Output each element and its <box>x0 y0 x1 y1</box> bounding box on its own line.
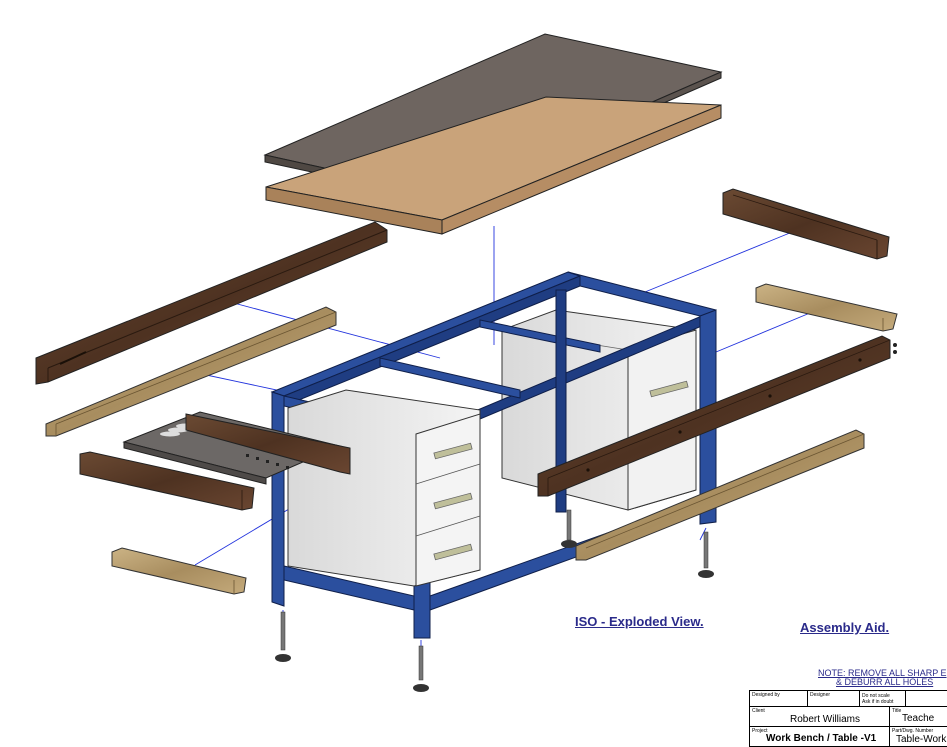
leveling-feet <box>275 509 714 692</box>
client-label: Client <box>752 708 765 714</box>
project-label: Project <box>752 728 768 734</box>
light-wood-rail-bottom-right <box>575 429 865 561</box>
dark-wood-rail-left <box>35 221 388 385</box>
cabinet-right <box>501 309 697 511</box>
project-value: Work Bench / Table -V1 <box>766 733 877 744</box>
foot-back <box>561 509 577 548</box>
title-label: Title <box>892 708 902 714</box>
light-wood-rail-left-lower <box>111 547 247 595</box>
title-cell: Title Teache <box>890 707 947 727</box>
designed-by-label: Designed by <box>752 692 780 698</box>
designer-label: Designer <box>810 692 831 698</box>
part-number-value: Table-Work <box>896 734 947 745</box>
part-number-label: Part/Dwg. Number <box>892 728 934 734</box>
note-line-2: & DEBURR ALL HOLES <box>836 677 934 687</box>
client-cell: Client Robert Williams <box>750 707 890 727</box>
note-line-1: NOTE: REMOVE ALL SHARP E <box>818 668 947 678</box>
screw-icon <box>893 343 897 354</box>
iso-view-caption: ISO - Exploded View. <box>575 614 704 629</box>
do-not-scale-label: Do not scale <box>862 693 890 699</box>
project-cell: Project Work Bench / Table -V1 <box>750 727 890 747</box>
designer-cell: Designer <box>808 691 860 707</box>
steel-frame <box>270 271 717 639</box>
foot-front-middle <box>413 645 429 692</box>
do-not-scale-cell: Do not scale Ask if in doubt <box>860 691 906 707</box>
keyboard-tray <box>122 411 351 485</box>
blank-cell <box>906 691 947 707</box>
ask-if-in-doubt-label: Ask if in doubt <box>862 699 894 705</box>
light-wood-rail-left-upper <box>45 306 337 437</box>
title-value: Teache <box>902 713 935 724</box>
cabinet-left <box>287 389 481 587</box>
dark-wood-rail-right-top <box>722 188 890 260</box>
part-number-cell: Part/Dwg. Number Table-Work <box>890 727 947 747</box>
designed-by-cell: Designed by <box>750 691 808 707</box>
foot-front-left <box>275 611 291 662</box>
title-block: Designed by Designer Do not scale Ask if… <box>749 690 947 747</box>
mdf-board <box>265 96 722 235</box>
light-wood-rail-right <box>755 283 898 332</box>
dark-wood-rail-front-right <box>537 335 891 497</box>
dark-wood-rail-left-lower <box>79 451 255 511</box>
foot-right <box>698 531 714 578</box>
assembly-aid-caption: Assembly Aid. <box>800 620 890 635</box>
client-value: Robert Williams <box>790 714 861 725</box>
